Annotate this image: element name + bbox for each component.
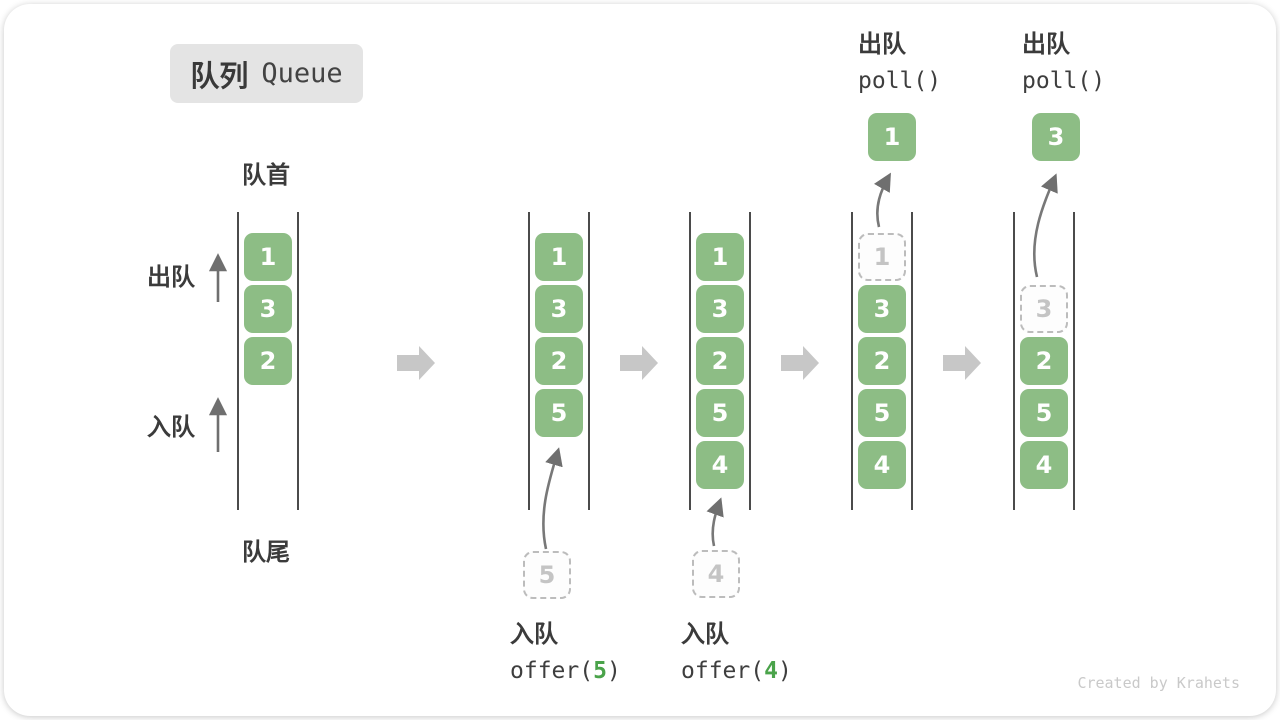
queue-cell: 1 (696, 233, 744, 281)
queue-rail-left (689, 212, 691, 510)
queue-cell: 3 (244, 285, 292, 333)
dequeue-op-2-label: 出队 (1022, 31, 1070, 58)
queue-cell: 2 (1020, 337, 1068, 385)
title-en: Queue (261, 58, 343, 89)
dequeue-side-label: 出队 (147, 264, 195, 291)
queue-cell: 5 (858, 389, 906, 437)
queue-cell: 4 (1020, 441, 1068, 489)
queue-state-5: 3 2 5 4 (1013, 212, 1075, 510)
queue-cell: 1 (244, 233, 292, 281)
queue-cell: 3 (696, 285, 744, 333)
queue-rail-left (851, 212, 853, 510)
queue-state-1: 1 3 2 (237, 212, 299, 510)
title-zh: 队列 (190, 60, 249, 93)
queue-rail-right (749, 212, 751, 510)
enqueue-side-label: 入队 (147, 414, 195, 441)
dequeue-op-1-code: poll() (858, 68, 942, 94)
dequeue-op-1-label: 出队 (858, 31, 906, 58)
dequeue-op-2: 出队 poll() (1022, 27, 1105, 102)
queue-cell: 5 (1020, 389, 1068, 437)
incoming-ghost-cell: 5 (523, 551, 571, 599)
queue-rail-left (528, 212, 530, 510)
queue-cell: 4 (858, 441, 906, 489)
enqueue-op-5: 入队 offer(5) (510, 617, 621, 692)
popped-cell: 1 (868, 113, 916, 161)
queue-rail-left (1013, 212, 1015, 510)
queue-cell: 5 (696, 389, 744, 437)
enqueue-op-4-code: offer(4) (681, 658, 792, 684)
queue-state-2: 1 3 2 5 (528, 212, 590, 510)
incoming-ghost-cell: 4 (692, 550, 740, 598)
queue-cell: 2 (858, 337, 906, 385)
front-label: 队首 (242, 162, 290, 189)
enqueue-op-5-label: 入队 (510, 621, 558, 648)
queue-cell: 5 (535, 389, 583, 437)
popped-cell: 3 (1032, 113, 1080, 161)
queue-state-3: 1 3 2 5 4 (689, 212, 751, 510)
queue-rail-right (588, 212, 590, 510)
queue-cell: 4 (696, 441, 744, 489)
dequeued-ghost-cell: 1 (858, 233, 906, 281)
queue-rail-right (1073, 212, 1075, 510)
queue-cell: 2 (696, 337, 744, 385)
queue-rail-left (237, 212, 239, 510)
queue-cell: 2 (244, 337, 292, 385)
enqueue-op-4-label: 入队 (681, 621, 729, 648)
dequeued-ghost-cell: 3 (1020, 285, 1068, 333)
queue-cell: 1 (535, 233, 583, 281)
queue-state-4: 1 3 2 5 4 (851, 212, 913, 510)
queue-rail-right (911, 212, 913, 510)
queue-cell: 3 (535, 285, 583, 333)
queue-cell: 2 (535, 337, 583, 385)
enqueue-op-4: 入队 offer(4) (681, 617, 792, 692)
queue-rail-right (297, 212, 299, 510)
rear-label: 队尾 (242, 539, 290, 566)
enqueue-op-5-code: offer(5) (510, 658, 621, 684)
dequeue-op-2-code: poll() (1022, 68, 1106, 94)
watermark: Created by Krahets (1077, 674, 1240, 692)
dequeue-op-1: 出队 poll() (858, 27, 941, 102)
queue-cell: 3 (858, 285, 906, 333)
title-badge: 队列 Queue (170, 44, 363, 103)
